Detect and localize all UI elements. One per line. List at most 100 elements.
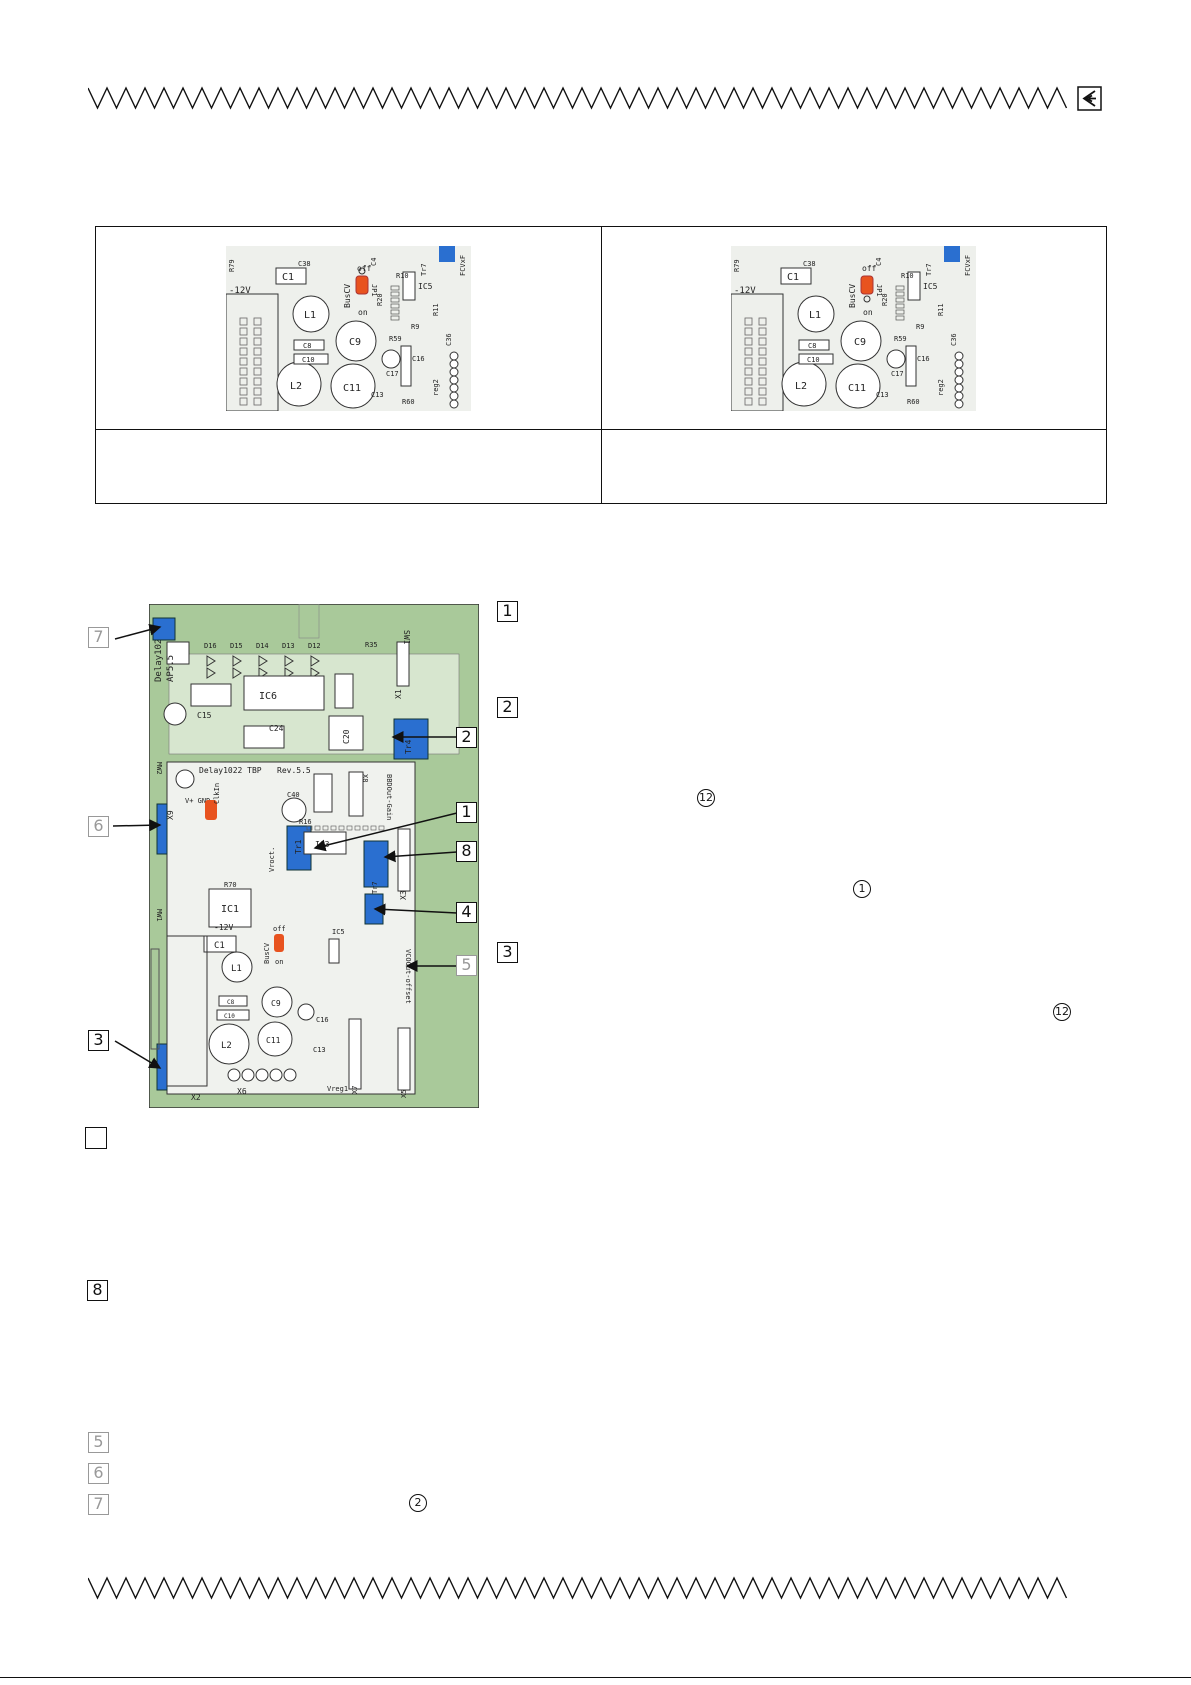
label-c11: C11	[848, 383, 866, 394]
label-c16: C16	[917, 355, 930, 363]
pad	[758, 357, 767, 365]
label-ic6: IC6	[259, 691, 277, 702]
panel-off-caption-cell	[95, 429, 602, 504]
jumper-jp1	[355, 275, 369, 294]
c17-cap	[381, 349, 401, 368]
pad	[758, 377, 767, 385]
label-l2: L2	[221, 1041, 232, 1051]
label-c9: C9	[271, 999, 281, 1008]
label-l1: L1	[809, 310, 821, 321]
label-c15: C15	[197, 711, 212, 720]
pad	[239, 397, 248, 405]
circled-number-12b: 12	[1053, 1003, 1071, 1021]
label-x5: X5	[400, 1090, 408, 1098]
pad	[253, 377, 262, 385]
callout-7: 7	[88, 627, 109, 648]
pad	[239, 327, 248, 335]
pad	[758, 337, 767, 345]
pad-small	[306, 825, 313, 831]
label-r35: R35	[365, 641, 378, 649]
label-vgnd: V+ GND	[185, 797, 210, 805]
header-pin	[449, 359, 459, 368]
label-l2: L2	[290, 381, 302, 392]
diode-symbol	[232, 667, 242, 679]
label-ic5: IC5	[418, 282, 433, 291]
c9-cap	[840, 320, 882, 361]
label-sw1: SW1	[402, 630, 411, 645]
c11-cap	[330, 363, 376, 408]
label-c13: C13	[313, 1046, 326, 1054]
label-c24: C24	[269, 724, 284, 733]
pad-small	[390, 291, 400, 296]
label-tr7: Tr7	[371, 881, 379, 894]
c10-body	[293, 353, 329, 364]
label-reg2: reg2	[937, 379, 945, 396]
pad	[239, 387, 248, 395]
pad-small	[895, 309, 905, 314]
pad	[744, 367, 753, 375]
label-ic1: IC1	[221, 904, 239, 915]
label-c4: C4	[370, 257, 378, 265]
x6-pin	[269, 1068, 283, 1082]
header-pin	[954, 383, 964, 392]
label-diode: D15	[230, 642, 243, 650]
c21-body	[334, 673, 354, 709]
label-buscv: BusCV	[263, 942, 271, 964]
label-c8: C8	[808, 342, 816, 350]
tr7-trimmer	[438, 245, 455, 262]
label-ic5: IC5	[332, 928, 345, 936]
list-marker-6: 6	[88, 1463, 109, 1484]
label-r10: R10	[901, 272, 914, 280]
label-buscv: BusCV	[343, 283, 352, 307]
label-c40: C40	[287, 791, 300, 799]
pad	[744, 327, 753, 335]
label-r10: R10	[396, 272, 409, 280]
pad	[744, 357, 753, 365]
mount-hole-2	[175, 769, 195, 789]
x3-header	[397, 828, 411, 892]
l1-coil	[292, 295, 330, 332]
label-c38: C38	[298, 260, 311, 268]
label-c16: C16	[316, 1016, 329, 1024]
pad-small	[314, 825, 321, 831]
c10-body	[798, 353, 834, 364]
pad	[253, 367, 262, 375]
pad-small	[362, 825, 369, 831]
label-c17: C17	[386, 370, 399, 378]
pad-small	[895, 315, 905, 320]
callout-8: 8	[456, 841, 477, 862]
label-neg12v: -12V	[229, 286, 251, 296]
section-marker-3: 3	[497, 942, 518, 963]
callout-5: 5	[456, 955, 477, 976]
board-logo-icon	[166, 641, 190, 665]
pad-small	[322, 825, 329, 831]
diode-symbol	[206, 655, 216, 667]
label-x1: X1	[394, 689, 403, 699]
pad-small	[390, 297, 400, 302]
pad-small	[370, 825, 377, 831]
label-r79: R79	[733, 259, 741, 272]
jumper-pin	[358, 267, 366, 274]
callout-3: 3	[88, 1030, 109, 1051]
circled-number-2: 2	[409, 1494, 427, 1512]
label-c16: C16	[412, 355, 425, 363]
label-vroct: Vroct.	[268, 847, 276, 872]
section-marker-1: 1	[497, 601, 518, 622]
label-c1: C1	[282, 272, 294, 283]
label-tr7: Tr7	[420, 263, 428, 276]
label-tr4: Tr4	[404, 739, 413, 754]
pad	[744, 377, 753, 385]
l2-coil	[208, 1023, 250, 1065]
label-off: off	[357, 264, 372, 273]
pad	[239, 377, 248, 385]
header-pin	[954, 367, 964, 376]
label-c10: C10	[302, 356, 315, 364]
pad	[744, 337, 753, 345]
label-on: on	[275, 958, 283, 966]
label-mw1: MW1	[155, 909, 163, 922]
pad	[744, 397, 753, 405]
label-x6: X6	[237, 1087, 247, 1096]
section-marker-8: 8	[87, 1280, 108, 1301]
label-r59: R59	[389, 335, 402, 343]
